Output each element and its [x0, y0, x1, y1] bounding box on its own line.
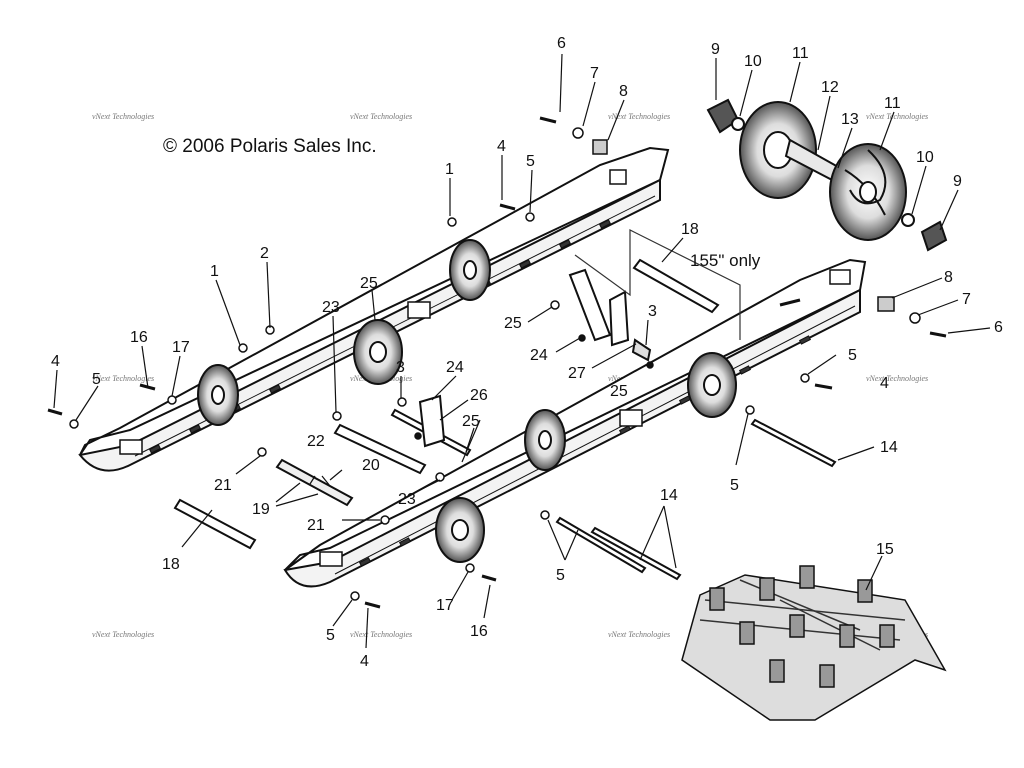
leader-lines: [53, 53, 991, 649]
callout-25: 25: [360, 275, 378, 292]
callout-15: 15: [876, 541, 894, 558]
callout-17: 17: [172, 339, 190, 356]
watermark: vNext Technologies: [350, 630, 413, 639]
callout-18: 18: [162, 556, 180, 573]
callout-5: 5: [326, 627, 335, 644]
callout-4: 4: [880, 375, 889, 392]
callout-19: 19: [252, 501, 270, 518]
idler-wheels: [197, 239, 737, 563]
rear-axle-assembly: [706, 98, 948, 252]
callout-1: 1: [445, 161, 454, 178]
callout-11: 11: [884, 95, 901, 112]
callout-21: 21: [307, 517, 325, 534]
callout-18: 18: [681, 221, 699, 238]
watermark: vNext Technologies: [608, 112, 671, 121]
callout-22: 22: [307, 433, 325, 450]
callout-21: 21: [214, 477, 232, 494]
callout-6: 6: [994, 319, 1003, 336]
watermark: vNext Technologies: [92, 374, 155, 383]
center-bracket: [418, 268, 652, 448]
callout-13: 13: [841, 111, 859, 128]
callout-4: 4: [497, 138, 506, 155]
note-155-only: 155" only: [690, 251, 761, 270]
callout-16: 16: [130, 329, 148, 346]
watermark: vNext Technologies: [866, 112, 929, 121]
rail-blocks: [119, 169, 851, 567]
callout-4: 4: [51, 353, 60, 370]
callout-9: 9: [711, 41, 720, 58]
callout-27: 27: [568, 365, 586, 382]
track-section: [681, 565, 947, 721]
callout-23: 23: [322, 299, 340, 316]
callout-labels: 6 7 8 9 10 11 12 13 11 10 9 1 4 5 18 8 7…: [51, 35, 1003, 670]
callout-25: 25: [462, 413, 480, 430]
callout-4: 4: [360, 653, 369, 670]
watermark: vNext Technologies: [350, 112, 413, 121]
callout-9: 9: [953, 173, 962, 190]
callout-7: 7: [590, 65, 599, 82]
callout-5: 5: [848, 347, 857, 364]
callout-5: 5: [92, 371, 101, 388]
watermark: vNext Technologies: [608, 630, 671, 639]
callout-24: 24: [446, 359, 464, 376]
callout-14: 14: [660, 487, 678, 504]
callout-5: 5: [730, 477, 739, 494]
callout-24: 24: [530, 347, 548, 364]
watermark: vNext Technologies: [866, 374, 929, 383]
callout-7: 7: [962, 291, 971, 308]
callout-11: 11: [792, 45, 809, 62]
watermark: vNext Technologies: [92, 630, 155, 639]
fasteners: [47, 116, 947, 609]
callout-25: 25: [504, 315, 522, 332]
callout-20: 20: [362, 457, 380, 474]
callout-14: 14: [880, 439, 898, 456]
callout-3: 3: [648, 303, 657, 320]
callout-6: 6: [557, 35, 566, 52]
callout-23: 23: [398, 491, 416, 508]
callout-5: 5: [526, 153, 535, 170]
rail-slots: [148, 219, 812, 567]
callout-17: 17: [436, 597, 454, 614]
callout-5: 5: [556, 567, 565, 584]
copyright-notice: © 2006 Polaris Sales Inc.: [163, 136, 377, 157]
callout-3: 3: [396, 359, 405, 376]
callout-8: 8: [944, 269, 953, 286]
callout-10: 10: [744, 53, 762, 70]
cross-shafts: [173, 258, 837, 581]
callout-16: 16: [470, 623, 488, 640]
callout-12: 12: [821, 79, 839, 96]
callout-8: 8: [619, 83, 628, 100]
callout-10: 10: [916, 149, 934, 166]
callout-26: 26: [470, 387, 488, 404]
leader-155-only: [574, 229, 741, 340]
callout-2: 2: [260, 245, 269, 262]
callout-25: 25: [610, 383, 628, 400]
callout-1: 1: [210, 263, 219, 280]
watermark: vNext Technologies: [92, 112, 155, 121]
